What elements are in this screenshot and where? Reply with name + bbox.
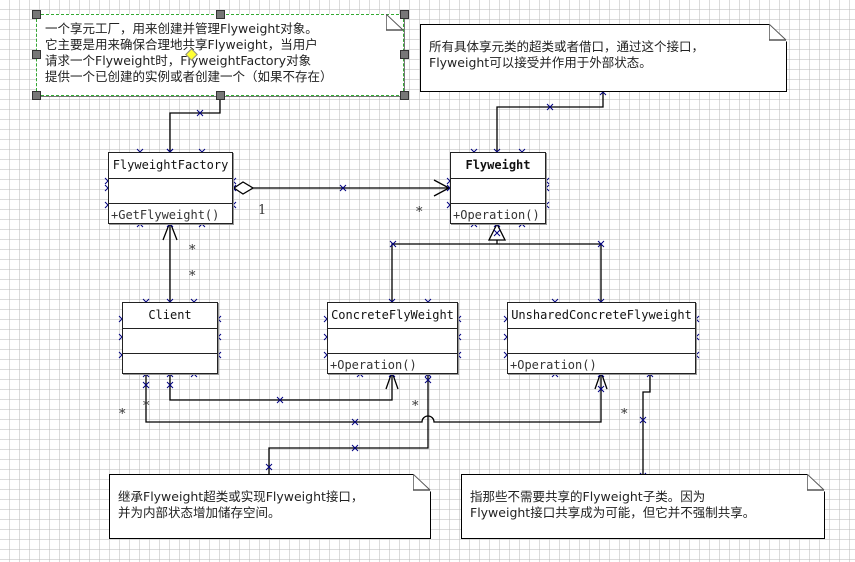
class-operation: +Operation()	[330, 358, 417, 372]
resize-handle-nw[interactable]	[32, 10, 41, 19]
multiplicity-label: *	[119, 407, 126, 422]
multiplicity-label: *	[189, 243, 196, 258]
resize-handle-se[interactable]	[400, 91, 409, 100]
class-client[interactable]: Client	[122, 302, 218, 374]
factory-note-line-2: 它主要是用来确保合理地共享Flyweight，当用户	[45, 37, 318, 52]
resize-handle-sw[interactable]	[32, 91, 41, 100]
anchor-marker-icon	[276, 396, 284, 404]
resize-handle-e[interactable]	[400, 50, 409, 59]
resize-handle-ne[interactable]	[400, 10, 409, 19]
connector-factory-note	[169, 95, 221, 152]
class-name: UnsharedConcreteFlyweight	[508, 303, 695, 329]
class-attributes	[451, 179, 545, 204]
connector-concrete-note	[268, 374, 429, 476]
class-name: FlyweightFactory	[109, 153, 232, 179]
factory-note[interactable]: 一个享元工厂，用来创建并管理Flyweight对象。 它主要是用来确保合理地共享…	[36, 14, 404, 96]
multiplicity-label: 1	[258, 203, 267, 218]
class-name: ConcreteFlyWeight	[328, 303, 457, 329]
anchor-marker-icon	[339, 184, 347, 192]
anchor-marker-icon	[424, 376, 432, 384]
anchor-marker-icon	[597, 385, 605, 393]
flyweight-note-line-2: Flyweight可以接受并作用于外部状态。	[429, 55, 652, 70]
anchor-marker-icon	[389, 240, 397, 248]
class-name: Flyweight	[451, 153, 545, 179]
client-unshared-line	[145, 372, 602, 423]
class-name: Client	[123, 303, 217, 329]
note-fold-icon	[769, 24, 787, 41]
class-flyweight[interactable]: Flyweight +Operation()	[450, 152, 546, 224]
class-attributes	[123, 329, 217, 354]
client-concrete-line	[169, 372, 393, 401]
resize-handle-n[interactable]	[216, 10, 225, 19]
anchor-marker-icon	[639, 416, 647, 424]
note-fold-icon	[386, 14, 404, 31]
aggregation-arrowhead	[433, 179, 451, 197]
connector-unshared-note	[642, 374, 651, 476]
anchor-marker-icon	[166, 381, 174, 389]
class-attributes	[328, 329, 457, 354]
class-attributes	[109, 179, 232, 204]
unshared-note-line-2: Flyweight接口共享成为可能，但它并不强制共享。	[470, 505, 756, 520]
note-fold-icon	[807, 474, 825, 491]
concrete-note-line-1: 继承Flyweight超类或实现Flyweight接口，	[118, 489, 364, 504]
anchor-marker-icon	[196, 109, 204, 117]
anchor-marker-icon	[493, 229, 501, 237]
class-unshared-concrete-flyweight[interactable]: UnsharedConcreteFlyweight +Operation()	[507, 302, 696, 374]
class-operation: +Operation()	[510, 358, 597, 372]
multiplicity-label: *	[143, 399, 150, 414]
factory-note-line-3: 请求一个Flyweight时，FlyweightFactory对象	[45, 53, 312, 68]
anchor-marker-icon	[265, 463, 273, 471]
generalization-triangle	[487, 222, 507, 241]
multiplicity-label: *	[416, 205, 423, 220]
resize-handle-w[interactable]	[32, 50, 41, 59]
anchor-marker-icon	[546, 103, 554, 111]
flyweight-note-line-1: 所有具体享元类的超类或者借口，通过这个接口，	[429, 39, 705, 54]
class-operation: +GetFlyweight()	[111, 208, 220, 222]
multiplicity-label: *	[189, 269, 196, 284]
generalization-line	[391, 243, 602, 303]
connector-flyweight-note	[496, 92, 604, 152]
factory-note-line-4: 提供一个已创建的实例或者创建一个（如果不存在）	[45, 69, 333, 84]
anchor-marker-icon	[597, 240, 605, 248]
unshared-note-line-1: 指那些不需要共享的Flyweight子类。因为	[470, 489, 706, 504]
anchor-markers	[104, 88, 700, 480]
anchor-marker-icon	[351, 444, 359, 452]
class-operation: +Operation()	[453, 208, 540, 222]
unshared-note[interactable]: 指那些不需要共享的Flyweight子类。因为 Flyweight接口共享成为可…	[461, 474, 825, 539]
anchor-marker-icon	[142, 381, 150, 389]
class-operation	[123, 354, 217, 376]
concrete-note[interactable]: 继承Flyweight超类或实现Flyweight接口， 并为内部状态增加储存空…	[109, 474, 431, 539]
flyweight-note[interactable]: 所有具体享元类的超类或者借口，通过这个接口， Flyweight可以接受并作用于…	[420, 24, 787, 92]
aggregation-diamond	[232, 181, 255, 195]
anchor-marker-icon	[351, 418, 359, 426]
class-flyweight-factory[interactable]: FlyweightFactory +GetFlyweight()	[108, 152, 233, 224]
factory-note-line-1: 一个享元工厂，用来创建并管理Flyweight对象。	[45, 21, 318, 36]
multiplicity-label: *	[412, 399, 419, 414]
note-fold-icon	[413, 474, 431, 491]
multiplicity-label: *	[621, 407, 628, 422]
resize-handle-s[interactable]	[216, 91, 225, 100]
class-concrete-flyweight[interactable]: ConcreteFlyWeight +Operation()	[327, 302, 458, 374]
class-attributes	[508, 329, 695, 354]
concrete-note-line-2: 并为内部状态增加储存空间。	[118, 505, 281, 520]
